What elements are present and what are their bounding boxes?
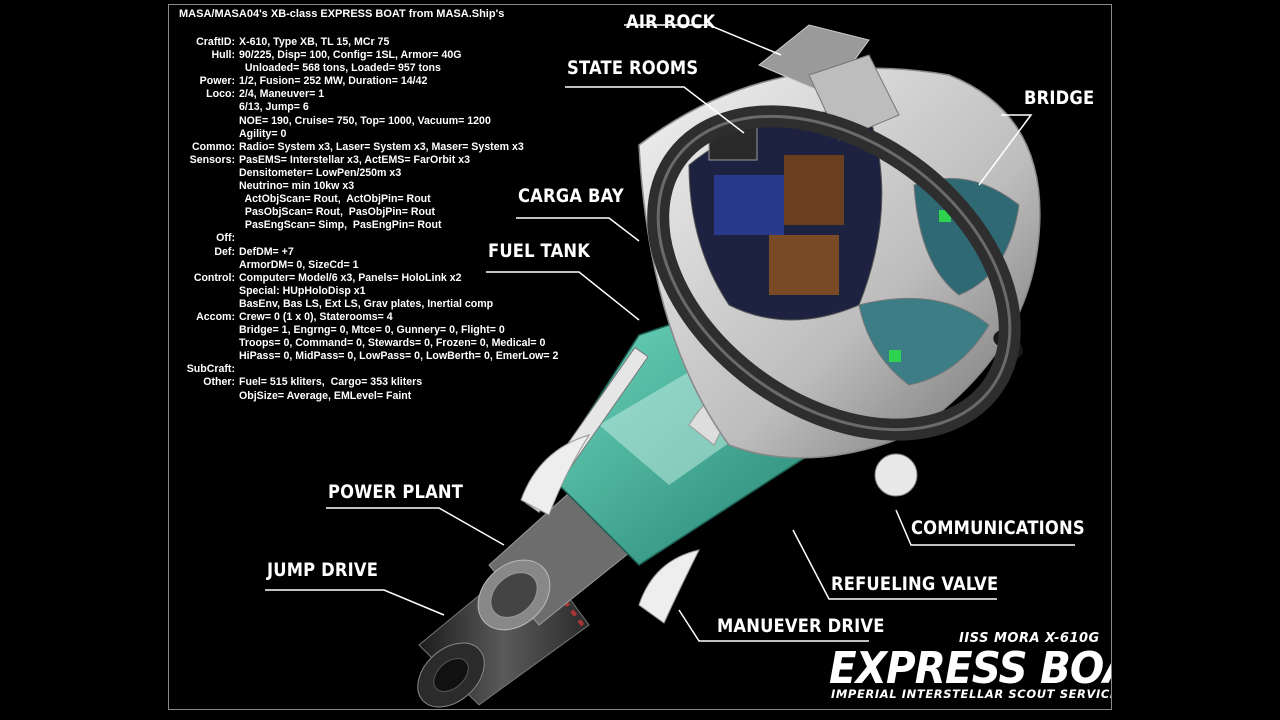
spec-label: Power:	[199, 75, 235, 88]
spec-value: 90/225, Disp= 100, Config= 1SL, Armor= 4…	[239, 49, 462, 62]
spec-row: Bridge= 1, Engrng= 0, Mtce= 0, Gunnery= …	[169, 324, 558, 337]
spec-row: Loco: 2/4, Maneuver= 1	[169, 88, 558, 101]
spec-row: Special: HUpHoloDisp x1	[169, 285, 558, 298]
spec-row: Power: 1/2, Fusion= 252 MW, Duration= 14/…	[169, 75, 558, 88]
spec-row: Agility= 0	[169, 128, 558, 141]
callout-fuel-tank: FUEL TANK	[488, 240, 591, 262]
spec-value: PasEMS= Interstellar x3, ActEMS= FarOrbi…	[239, 153, 470, 166]
spec-value: Computer= Model/6 x3, Panels= HoloLink x…	[239, 271, 462, 284]
spec-row: Densitometer= LowPen/250m x3	[169, 167, 558, 180]
spec-label: SubCraft:	[186, 363, 235, 376]
spec-value: Neutrino= min 10kw x3	[239, 180, 355, 193]
page-title: MASA/MASA04's XB-class EXPRESS BOAT from…	[179, 8, 505, 20]
spec-value: ArmorDM= 0, SizeCd= 1	[239, 258, 359, 271]
spec-value: 1/2, Fusion= 252 MW, Duration= 14/42	[239, 75, 428, 88]
spec-row: SubCraft:	[169, 363, 558, 376]
spec-row: Unloaded= 568 tons, Loaded= 957 tons	[169, 62, 558, 75]
spec-value: 2/4, Maneuver= 1	[239, 88, 325, 101]
spec-label: Off:	[216, 232, 235, 245]
ship-cutaway-illustration: 8	[265, 24, 1075, 708]
callout-bridge: BRIDGE	[1024, 87, 1095, 109]
callout-state-rooms: STATE ROOMS	[567, 57, 699, 79]
callout-jump-drive: JUMP DRIVE	[267, 559, 379, 581]
ship-name: IISS MORA X-610G	[959, 631, 1100, 646]
brand-title: EXPRESS BOAT	[829, 643, 1111, 694]
spec-value: Agility= 0	[239, 127, 287, 140]
spec-value: 6/13, Jump= 6	[239, 101, 309, 114]
hull-dome: 8	[638, 24, 1041, 459]
spec-value: Unloaded= 568 tons, Loaded= 957 tons	[239, 62, 441, 75]
spec-value: NOE= 190, Cruise= 750, Top= 1000, Vacuum…	[239, 114, 491, 127]
spec-row: Hull: 90/225, Disp= 100, Config= 1SL, Arm…	[169, 49, 558, 62]
spec-label: CraftID:	[196, 36, 235, 48]
spec-value: PasObjScan= Rout, PasObjPin= Rout	[239, 206, 436, 219]
spec-value: PasEngScan= Simp, PasEngPin= Rout	[239, 219, 442, 232]
spec-value: ActObjScan= Rout, ActObjPin= Rout	[239, 193, 431, 206]
spec-row: PasEngScan= Simp, PasEngPin= Rout	[169, 219, 558, 232]
spec-row: Neutrino= min 10kw x3	[169, 180, 558, 193]
spec-value: X-610, Type XB, TL 15, MCr 75	[239, 36, 390, 48]
spec-row: PasObjScan= Rout, PasObjPin= Rout	[169, 206, 558, 219]
spec-value: BasEnv, Bas LS, Ext LS, Grav plates, Ine…	[239, 297, 494, 310]
spec-value: DefDM= +7	[239, 245, 294, 258]
image-frame: MASA/MASA04's XB-class EXPRESS BOAT from…	[168, 4, 1112, 710]
communications-sphere	[874, 453, 918, 497]
spec-label: Accom:	[196, 310, 235, 323]
spec-value: Fuel= 515 kliters, Cargo= 353 kliters	[239, 376, 423, 389]
spec-row: Control: Computer= Model/6 x3, Panels= Ho…	[169, 272, 558, 285]
spec-value: Special: HUpHoloDisp x1	[239, 284, 366, 297]
callout-communications: COMMUNICATIONS	[911, 517, 1085, 539]
spec-row: Commo: Radio= System x3, Laser= System x3…	[169, 141, 558, 154]
callout-lines	[265, 24, 1075, 642]
spec-label: Sensors:	[189, 153, 235, 166]
spec-value: Bridge= 1, Engrng= 0, Mtce= 0, Gunnery= …	[239, 324, 505, 337]
spec-row: Def: DefDM= +7	[169, 246, 558, 259]
spec-label: Loco:	[206, 88, 235, 101]
spec-label: Def:	[214, 245, 235, 258]
spec-row: ActObjScan= Rout, ActObjPin= Rout	[169, 193, 558, 206]
callout-power-plant: POWER PLANT	[328, 481, 464, 503]
spec-label: Other:	[203, 376, 235, 389]
brand-subtitle: IMPERIAL INTERSTELLAR SCOUT SERVICE	[831, 687, 1112, 701]
spec-row: ArmorDM= 0, SizeCd= 1	[169, 259, 558, 272]
spec-value: Densitometer= LowPen/250m x3	[239, 166, 402, 179]
callout-refueling-valve: REFUELING VALVE	[831, 573, 999, 595]
callout-air-lock: AIR ROCK	[626, 11, 716, 33]
callout-cargo-bay: CARGA BAY	[518, 185, 624, 207]
spec-row: Sensors: PasEMS= Interstellar x3, ActEMS=…	[169, 154, 558, 167]
spec-row: Accom: Crew= 0 (1 x 0), Staterooms= 4	[169, 311, 558, 324]
spec-value: HiPass= 0, MidPass= 0, LowPass= 0, LowBe…	[239, 350, 559, 363]
spec-row: HiPass= 0, MidPass= 0, LowPass= 0, LowBe…	[169, 350, 558, 363]
spec-value: Radio= System x3, Laser= System x3, Mase…	[239, 140, 524, 153]
spec-row: Other: Fuel= 515 kliters, Cargo= 353 klit…	[169, 376, 558, 389]
spec-row: CraftID: X-610, Type XB, TL 15, MCr 75	[169, 36, 558, 49]
spec-value: ObjSize= Average, EMLevel= Faint	[239, 389, 412, 402]
spec-row: Off:	[169, 232, 558, 245]
spec-row: ObjSize= Average, EMLevel= Faint	[169, 390, 558, 403]
spec-row: NOE= 190, Cruise= 750, Top= 1000, Vacuum…	[169, 115, 558, 128]
spec-value: Crew= 0 (1 x 0), Staterooms= 4	[239, 310, 393, 323]
hull-ring	[647, 105, 1021, 441]
spec-row: 6/13, Jump= 6	[169, 101, 558, 114]
spec-label: Hull:	[211, 49, 235, 62]
callout-maneuver-drive: MANUEVER DRIVE	[717, 615, 885, 637]
spec-label: Commo:	[192, 140, 235, 153]
spec-label: Control:	[193, 271, 235, 284]
spec-value: Troops= 0, Command= 0, Stewards= 0, Froz…	[239, 337, 546, 350]
spec-row: Troops= 0, Command= 0, Stewards= 0, Froz…	[169, 337, 558, 350]
spec-row: BasEnv, Bas LS, Ext LS, Grav plates, Ine…	[169, 298, 558, 311]
